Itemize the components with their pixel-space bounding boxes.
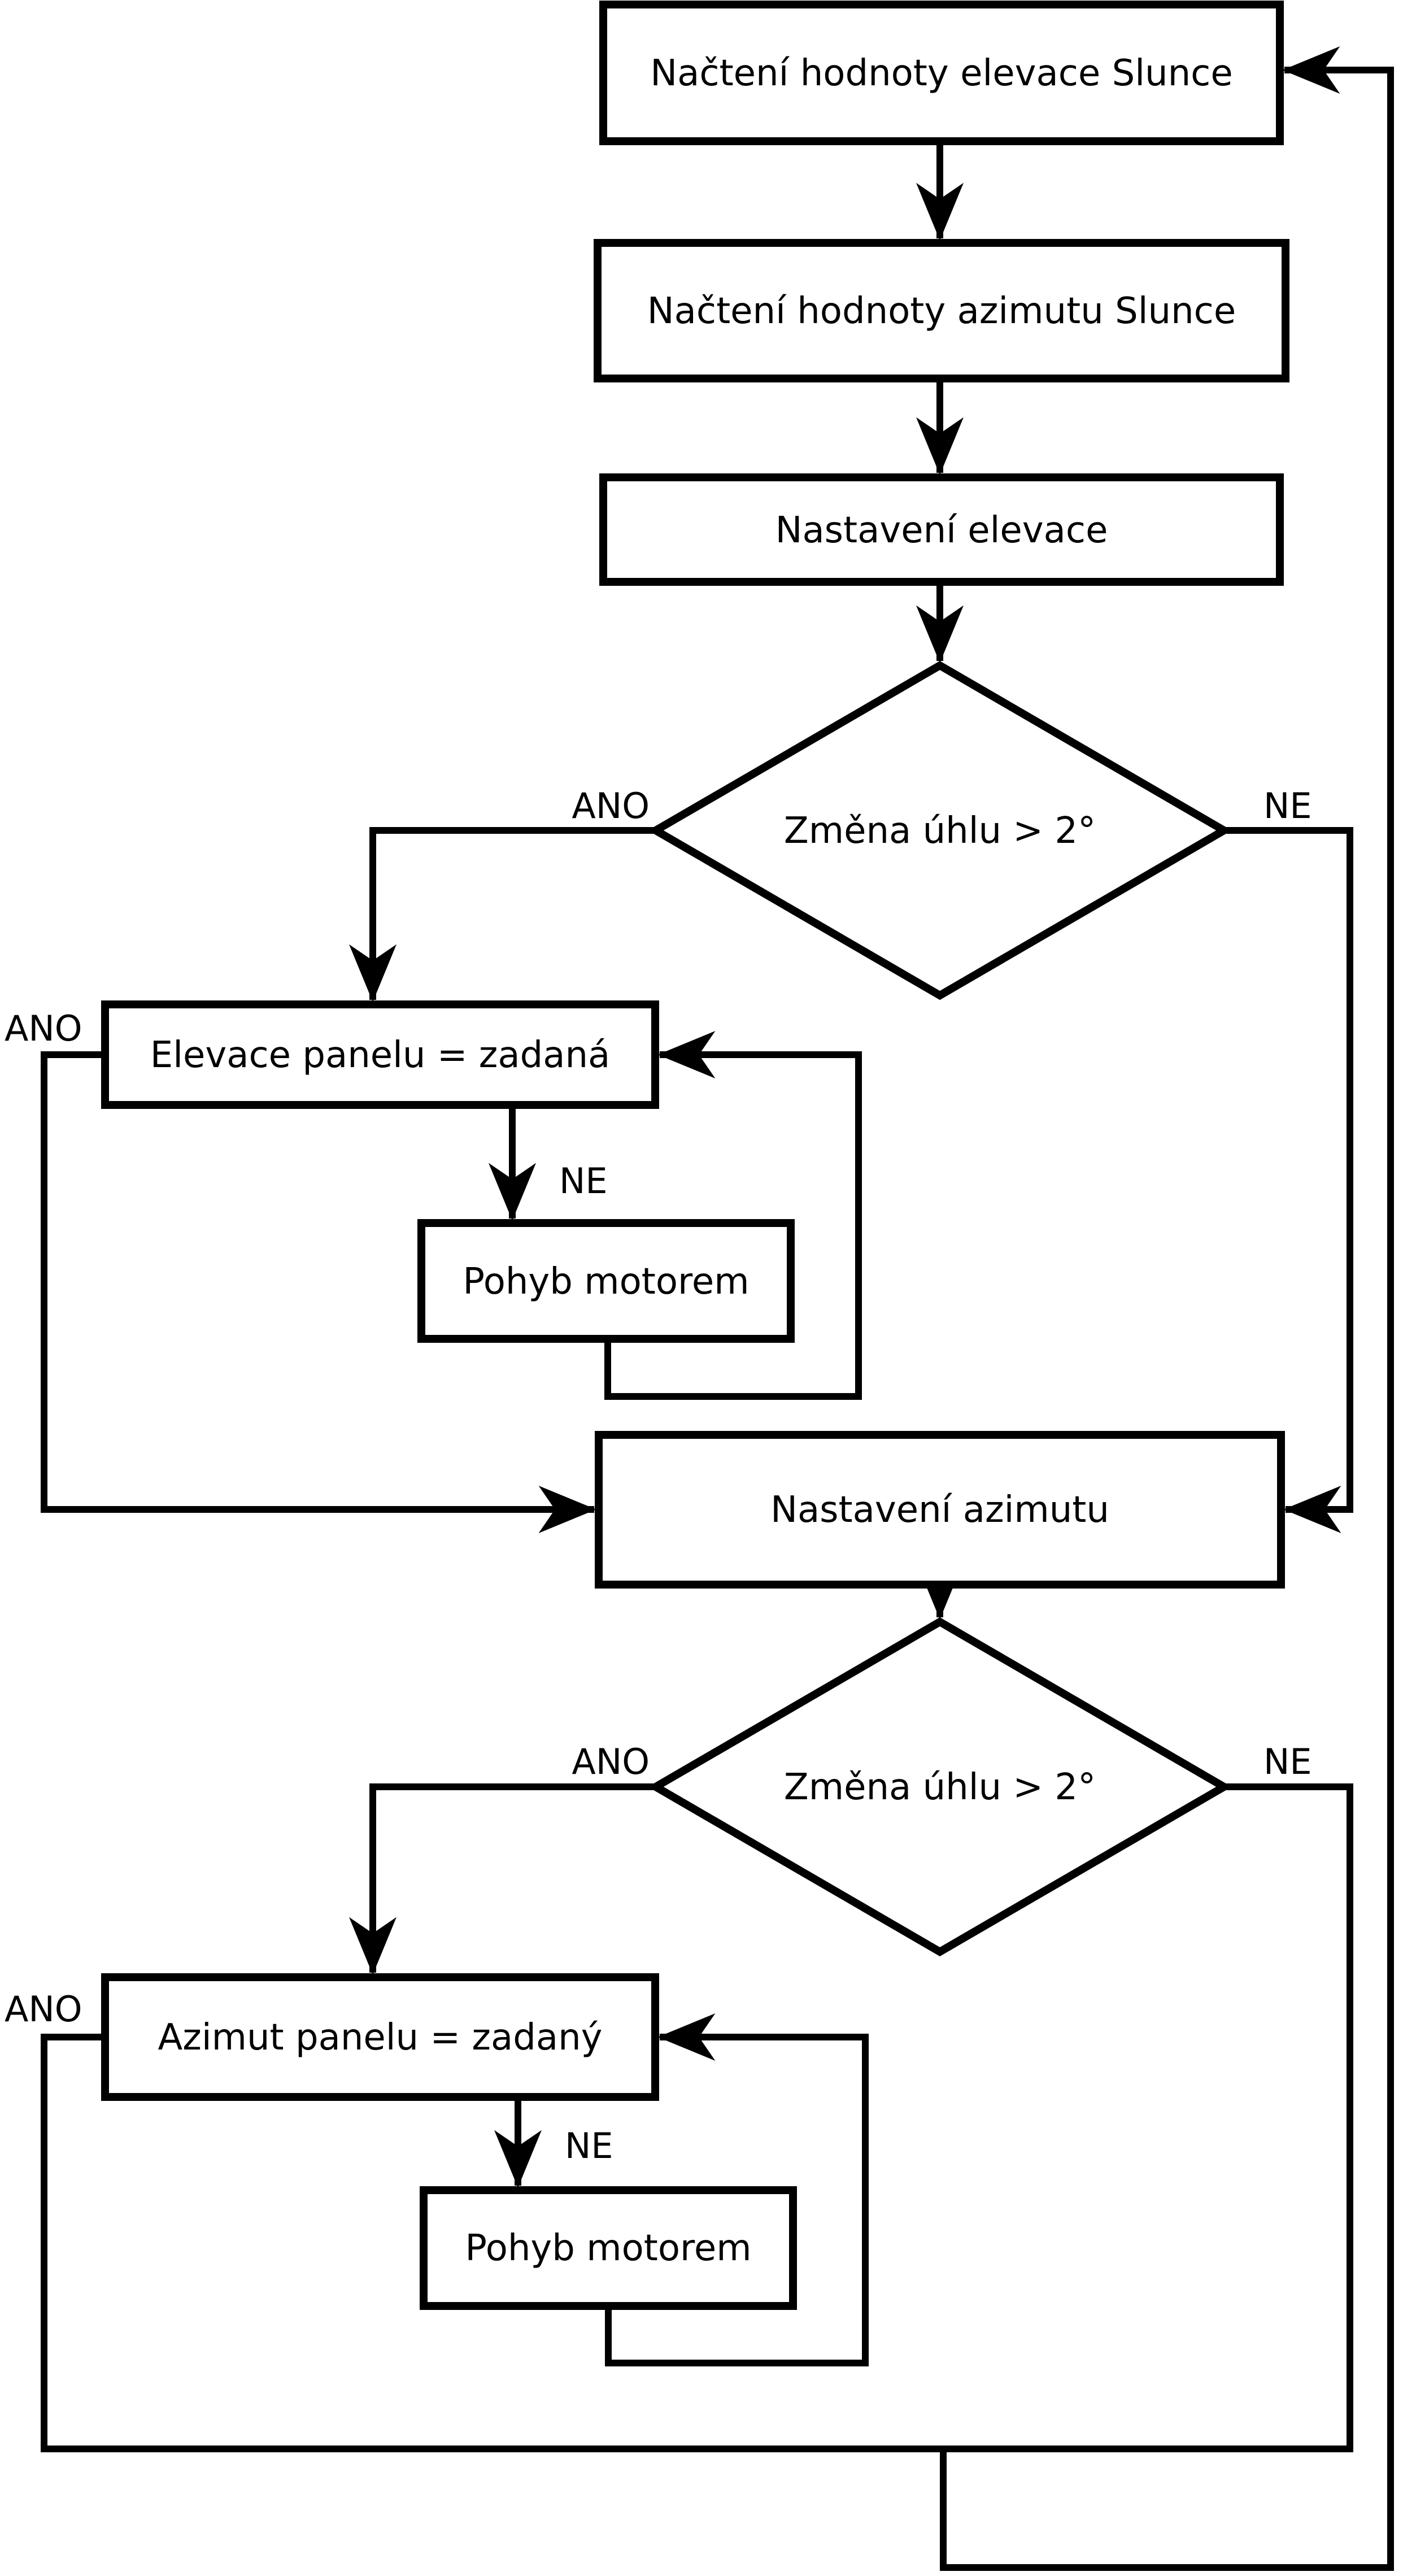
node-set-azimuth-label: Nastavení azimutu xyxy=(770,1489,1109,1531)
node-azimuth-equals: Azimut panelu = zadaný xyxy=(101,1973,659,2101)
node-read-azimuth: Načtení hodnoty azimutu Slunce xyxy=(594,239,1289,382)
node-set-elevation: Nastavení elevace xyxy=(599,473,1284,586)
node-read-elevation-label: Načtení hodnoty elevace Slunce xyxy=(650,53,1232,94)
node-decision-elevation-label: Změna úhlu > 2° xyxy=(784,810,1096,852)
node-azimuth-equals-box xyxy=(101,1973,659,2101)
node-set-elevation-box xyxy=(599,473,1284,586)
branch-label-d1-ne: NE xyxy=(1263,785,1312,826)
node-decision-elevation-diamond xyxy=(648,660,1232,1000)
node-motor-move-elevation: Pohyb motorem xyxy=(417,1219,795,1343)
node-set-elevation-label: Nastavení elevace xyxy=(775,510,1108,551)
node-decision-azimuth-label: Změna úhlu > 2° xyxy=(784,1766,1096,1808)
edge-decision1-ano xyxy=(349,827,656,1002)
branch-label-azim-ne: NE xyxy=(565,2125,613,2166)
node-decision-azimuth: Změna úhlu > 2° xyxy=(648,1617,1232,1957)
edge-decision2-ne xyxy=(1224,1783,1353,2452)
branch-label-d1-ano: ANO xyxy=(572,785,650,826)
node-set-azimuth-box xyxy=(595,1431,1285,1589)
node-motor-move-azimuth: Pohyb motorem xyxy=(420,2186,797,2310)
node-motor-move-elevation-box xyxy=(417,1219,795,1343)
edge-motor2-loop xyxy=(605,2013,869,2366)
node-elevation-equals-label: Elevace panelu = zadaná xyxy=(150,1034,610,1076)
branch-label-elev-ne: NE xyxy=(559,1160,608,1202)
edge-elevation-equals-ano xyxy=(41,1051,596,1533)
node-set-azimuth: Nastavení azimutu xyxy=(595,1431,1285,1589)
edge-motor1-loop xyxy=(604,1031,862,1400)
node-motor-move-azimuth-box xyxy=(420,2186,797,2310)
node-elevation-equals: Elevace panelu = zadaná xyxy=(101,1000,659,1109)
node-decision-azimuth-diamond xyxy=(648,1617,1232,1957)
branch-label-azim-ano: ANO xyxy=(5,1988,82,2030)
edge-decision2-ano xyxy=(349,1783,656,1975)
node-read-elevation-box xyxy=(599,1,1284,145)
edge-decision1-ne xyxy=(1224,827,1353,1533)
node-motor-move-elevation-label: Pohyb motorem xyxy=(463,1261,749,1303)
edge-azimuth-equals-ano xyxy=(41,2034,105,2452)
node-motor-move-azimuth-label: Pohyb motorem xyxy=(465,2227,751,2269)
branch-label-d2-ne: NE xyxy=(1263,1741,1312,1782)
branch-label-d2-ano: ANO xyxy=(572,1741,650,1782)
branch-label-elev-ano: ANO xyxy=(5,1008,82,1049)
node-elevation-equals-box xyxy=(101,1000,659,1109)
node-azimuth-equals-label: Azimut panelu = zadaný xyxy=(158,2017,602,2059)
node-read-azimuth-box xyxy=(594,239,1289,382)
node-decision-elevation: Změna úhlu > 2° xyxy=(648,660,1232,1000)
node-read-elevation: Načtení hodnoty elevace Slunce xyxy=(599,1,1284,145)
edge-return-to-start xyxy=(940,46,1394,2571)
node-read-azimuth-label: Načtení hodnoty azimutu Slunce xyxy=(647,290,1236,332)
